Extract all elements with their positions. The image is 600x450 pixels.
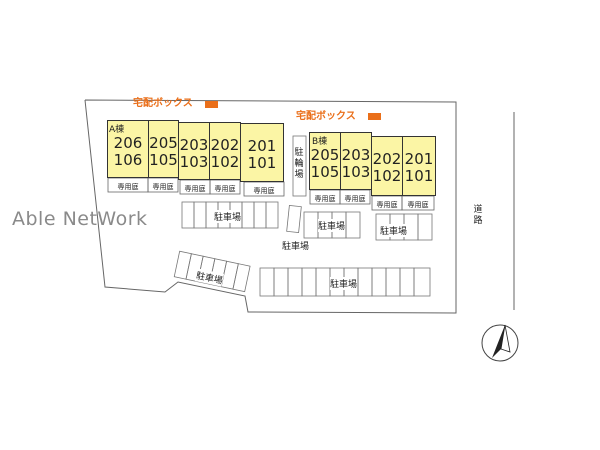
unit-number-upper: 203 — [341, 146, 371, 164]
delivery-box-label-1: 宅配ボックス — [133, 98, 193, 109]
unit-number-upper: 203 — [179, 136, 209, 154]
unit-b-205-105: 205 105 — [309, 132, 341, 190]
unit-a-205-105: 205 105 — [148, 120, 179, 178]
unit-number-upper: 201 — [247, 137, 277, 155]
road-label: 道路 — [473, 205, 483, 227]
parking-row-b — [286, 205, 433, 241]
garden-label: 専用庭 — [376, 201, 398, 209]
parking-label-b: 駐車場 — [318, 219, 346, 232]
garden-label: 専用庭 — [214, 185, 236, 193]
unit-b-201-101: 201 101 — [402, 136, 436, 196]
building-b-label: B棟 — [312, 137, 328, 147]
north-arrow-icon — [481, 324, 519, 362]
parking-row-bottom — [259, 267, 431, 297]
unit-number-lower: 101 — [404, 167, 434, 185]
unit-b-203-103: 203 103 — [340, 132, 372, 190]
delivery-box-marker-2 — [368, 113, 381, 120]
garden-box — [339, 189, 371, 205]
bicycle-parking-text: 駐輪場 — [294, 148, 304, 180]
unit-number-lower: 103 — [179, 153, 209, 171]
garden-label: 専用庭 — [314, 195, 336, 203]
garden-label: 専用庭 — [152, 183, 174, 191]
watermark: Able NetWork — [12, 208, 148, 230]
unit-number-upper: 202 — [372, 150, 402, 168]
lot-boundary — [84, 99, 457, 314]
unit-number-lower: 105 — [149, 151, 178, 169]
garden-label: 専用庭 — [253, 187, 275, 195]
garden-box — [209, 179, 241, 195]
unit-number-upper: 205 — [310, 146, 340, 164]
delivery-box-label-2: 宅配ボックス — [296, 111, 356, 122]
unit-number-lower: 103 — [341, 163, 371, 181]
garden-label: 専用庭 — [407, 201, 429, 209]
unit-number-lower: 106 — [113, 151, 143, 169]
delivery-box-marker-1 — [205, 101, 218, 108]
unit-a-201-101: 201 101 — [240, 123, 284, 182]
road-text: 道路 — [473, 205, 483, 226]
unit-number-upper: 206 — [113, 134, 143, 152]
garden-label: 専用庭 — [184, 185, 206, 193]
unit-b-202-102: 202 102 — [371, 136, 403, 196]
unit-number-lower: 102 — [210, 153, 240, 171]
bicycle-parking-area — [292, 135, 307, 197]
unit-number-upper: 202 — [210, 136, 240, 154]
building-a-label: A棟 — [109, 125, 125, 135]
unit-number-lower: 102 — [372, 167, 402, 185]
unit-number-upper: 205 — [149, 134, 178, 152]
garden-label: 専用庭 — [344, 195, 366, 203]
unit-number-lower: 101 — [247, 154, 277, 172]
parking-label-c: 駐車場 — [380, 224, 408, 237]
parking-label-bottom: 駐車場 — [330, 277, 358, 290]
parking-label-a: 駐車場 — [214, 210, 242, 223]
garden-label: 専用庭 — [117, 183, 139, 191]
unit-number-upper: 201 — [404, 150, 434, 168]
unit-number-lower: 105 — [310, 163, 340, 181]
unit-a-206-106: 206 106 — [107, 120, 149, 178]
garden-box — [147, 177, 179, 193]
unit-a-202-102: 202 102 — [209, 122, 241, 180]
unit-a-203-103: 203 103 — [178, 122, 210, 180]
bicycle-parking-label: 駐輪場 — [294, 148, 304, 181]
parking-label-center: 駐車場 — [282, 242, 310, 252]
garden-box — [401, 195, 435, 211]
garden-box — [243, 181, 285, 197]
